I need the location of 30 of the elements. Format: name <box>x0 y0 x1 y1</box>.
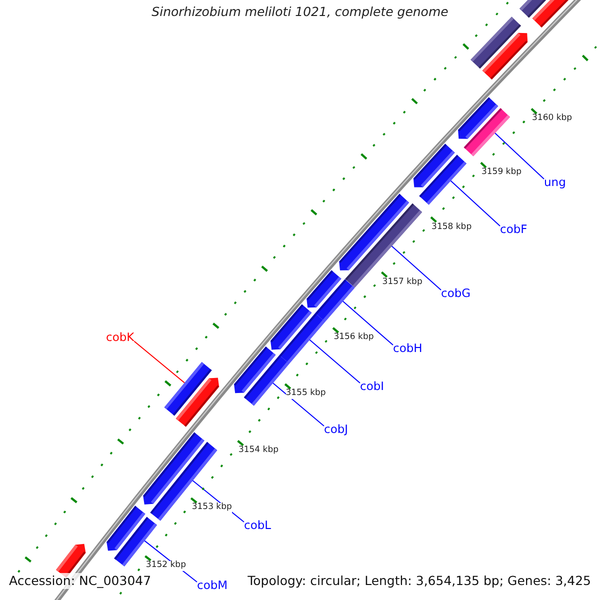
gene-bar <box>464 108 510 156</box>
scale-label: 3156 kbp <box>334 333 374 343</box>
title: Sinorhizobium meliloti 1021, complete genome <box>152 5 448 20</box>
gene-label: cobI <box>360 380 384 394</box>
gene-bar <box>419 154 466 205</box>
gene-label: cobM <box>197 579 228 592</box>
scale-label: 3153 kbp <box>192 503 232 514</box>
gene-bar <box>482 32 528 80</box>
scale-label: 3152 kbp <box>146 561 186 571</box>
leader-line <box>309 339 360 384</box>
scale-label: 3155 kbp <box>286 389 326 400</box>
scale-label: 3154 kbp <box>238 446 279 456</box>
gene-label: cobL <box>244 519 272 532</box>
gene-label: ung <box>544 176 566 190</box>
gene-bar <box>176 378 220 427</box>
gene-bar <box>315 279 355 322</box>
gene-label: cobH <box>393 342 422 356</box>
leader-line <box>391 246 442 290</box>
leader-line <box>450 180 500 226</box>
gene-bar <box>279 313 326 364</box>
scale-label: 3158 kbp <box>432 222 472 232</box>
gene-label: cobK <box>106 331 134 344</box>
gene-label: cobJ <box>324 423 348 436</box>
scale-label: 3160 kbp <box>532 114 572 124</box>
gene-label: cobG <box>441 287 471 300</box>
leader-line <box>134 340 185 384</box>
scale-label: 3157 kbp <box>382 278 422 288</box>
scale-label: 3159 kbp <box>481 168 522 178</box>
gene-label: cobF <box>500 223 528 236</box>
leader-line <box>272 382 324 426</box>
